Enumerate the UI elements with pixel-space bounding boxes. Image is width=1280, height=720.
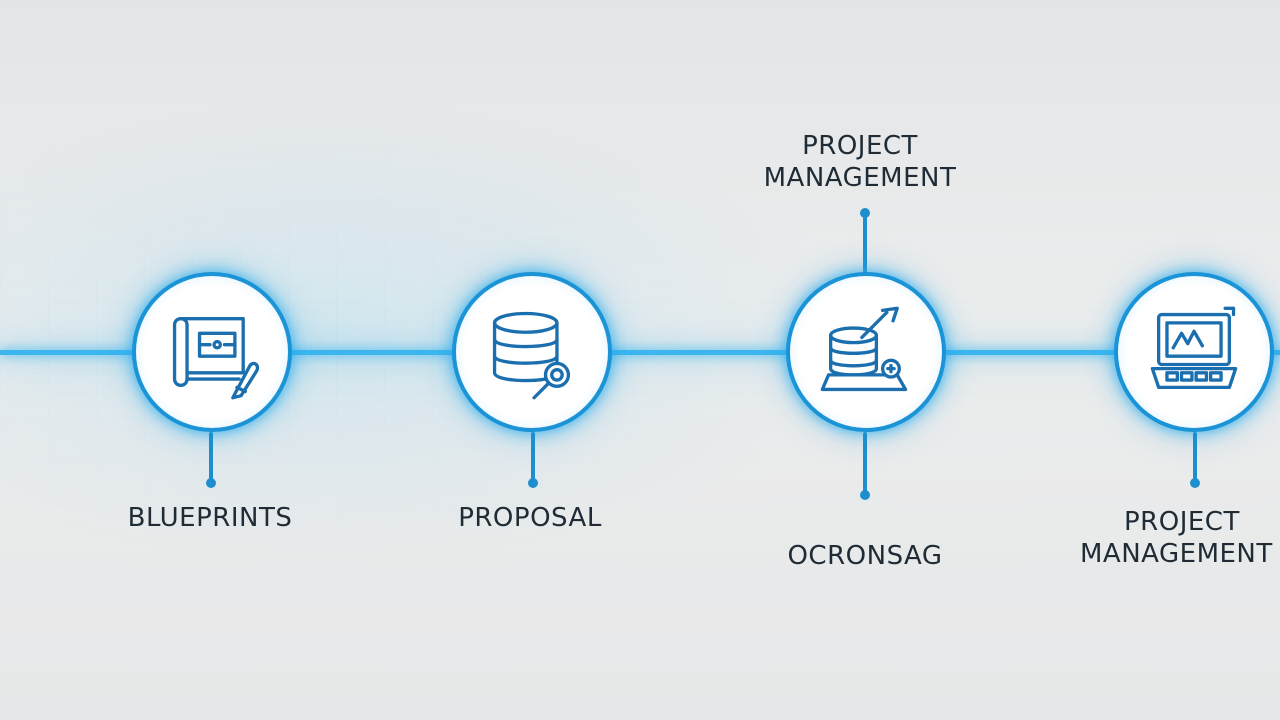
step-3-bottom-dot [860,490,870,500]
database-pen-icon [820,306,908,392]
step-4-node [1114,272,1274,432]
step-3-top-label: PROJECT MANAGEMENT [730,130,990,194]
step-2-label: PROPOSAL [458,503,602,533]
step-3-top-label-line-2: MANAGEMENT [763,163,957,193]
step-3-label: OCRONSAG [787,541,943,571]
step-3-top-label-line-1: PROJECT [802,131,918,161]
background-glow [0,120,760,550]
step-4-bottom-dot [1190,478,1200,488]
step-4-label: PROJECT MANAGEMENT [1060,506,1280,570]
blueprint-icon [172,317,260,400]
step-4-bottom-stem [1193,432,1197,482]
step-1-node [132,272,292,432]
step-1-bottom-dot [206,478,216,488]
step-4-label-line-2: MANAGEMENT [1080,539,1273,569]
step-3-top-stem [863,212,867,274]
step-4-label-line-1: PROJECT [1124,507,1240,537]
step-2-bottom-dot [528,478,538,488]
step-3-bottom-stem [863,432,867,492]
step-2-node [452,272,612,432]
step-2-bottom-stem [531,432,535,482]
step-1-bottom-stem [209,432,213,482]
timeline-line [0,350,1280,355]
step-1-label: BLUEPRINTS [127,503,293,533]
database-search-icon [492,311,571,400]
step-3-node [786,272,946,432]
laptop-icon [1150,306,1238,390]
